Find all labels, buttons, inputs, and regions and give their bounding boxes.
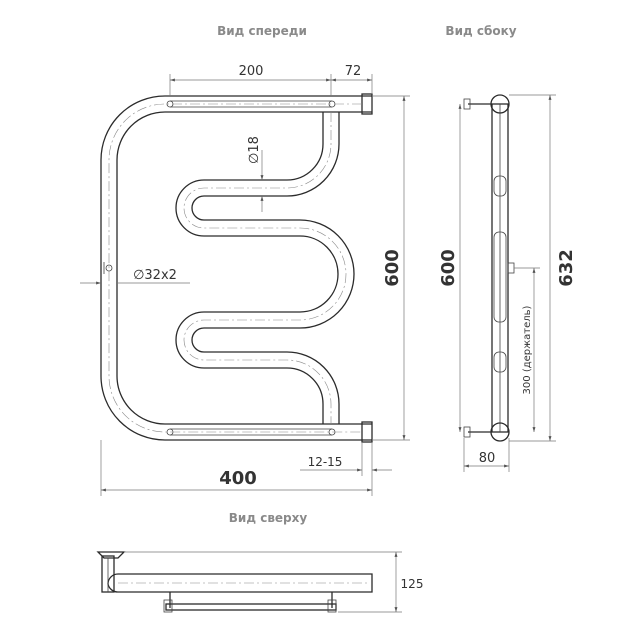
side-mid-holder <box>507 262 515 274</box>
serpentine-pipe-inner <box>191 112 355 424</box>
front-view-title: Вид спереди <box>217 24 307 38</box>
bottom-end-cap <box>361 421 373 443</box>
dim-d32x2-label: ∅32x2 <box>133 268 177 283</box>
side-bend <box>493 231 507 323</box>
side-bend <box>493 351 507 373</box>
side-view-title: Вид сбоку <box>445 24 516 38</box>
dim-400-label: 400 <box>219 468 257 489</box>
dim-600-front-label: 600 <box>382 249 403 287</box>
side-bend <box>493 175 507 197</box>
front-view: 200 72 ∅18 ∅32x2 600 400 12-15 <box>80 64 410 496</box>
side-view: 600 632 300 (держатель) 80 <box>438 94 577 472</box>
top-view-title: Вид сверху <box>229 511 308 525</box>
wall-mount-point <box>105 264 113 272</box>
top-view-flange <box>96 551 126 559</box>
dim-125-label: 125 <box>401 577 424 591</box>
top-view-holder-rod <box>165 603 337 611</box>
dim-80-label: 80 <box>479 451 496 466</box>
dim-72-label: 72 <box>345 64 362 79</box>
dim-632-label: 632 <box>556 249 577 287</box>
dim-12-15-label: 12-15 <box>308 455 343 469</box>
dim-200-label: 200 <box>239 64 264 79</box>
frame-pipe-outer <box>100 95 372 441</box>
dim-d18-label: ∅18 <box>247 136 262 164</box>
top-view: 125 <box>96 551 424 613</box>
dim-300-label: 300 (держатель) <box>522 305 533 394</box>
top-view-pipe <box>118 573 373 593</box>
serpentine-pipe-outer <box>175 112 339 424</box>
dim-600-side-label: 600 <box>438 249 459 287</box>
top-end-cap <box>361 93 373 115</box>
frame-pipe-inner <box>116 111 372 425</box>
